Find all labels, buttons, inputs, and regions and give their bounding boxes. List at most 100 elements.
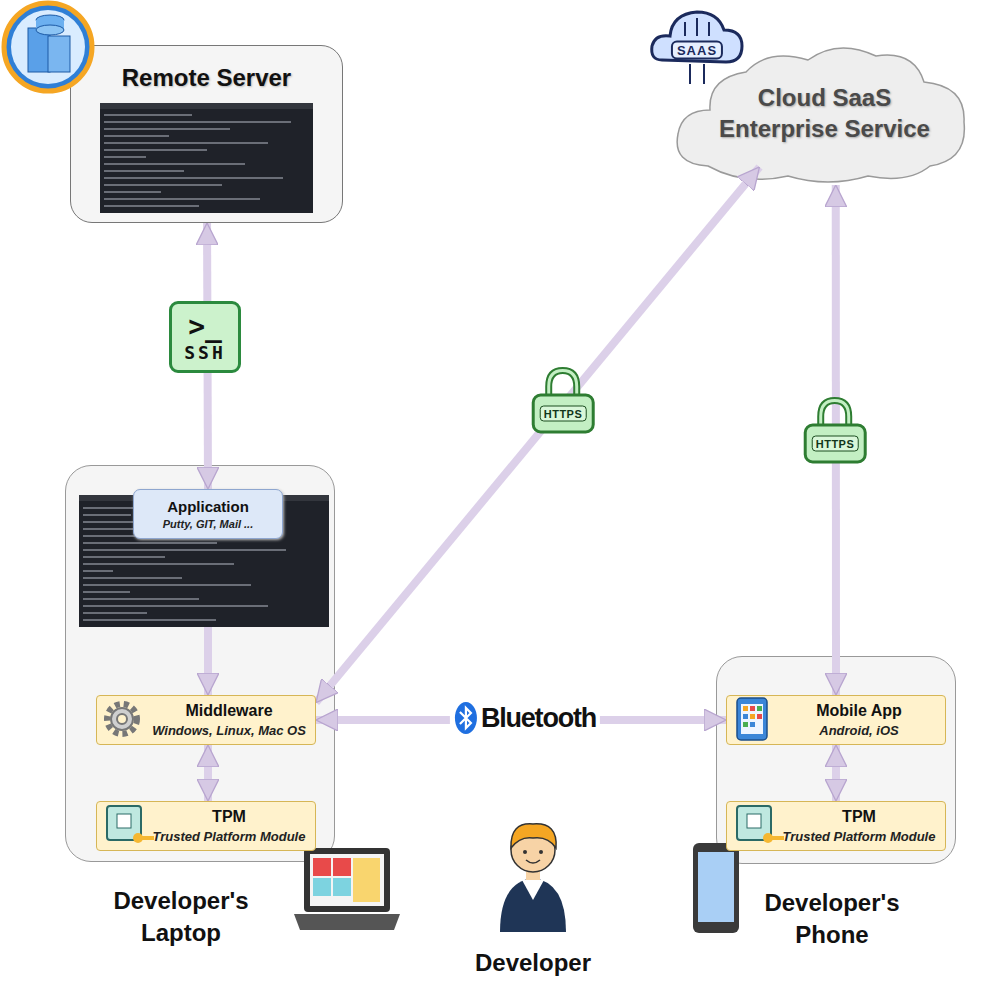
developer-figure-part — [539, 850, 543, 854]
node-title: Cloud SaaS Enterprise Service — [700, 82, 950, 144]
laptop-icon-part — [313, 858, 331, 876]
terminal-line — [104, 135, 169, 137]
terminal-line — [83, 605, 268, 607]
terminal-line — [83, 542, 217, 544]
terminal-line — [104, 170, 184, 172]
mobile-app-icon-part — [743, 722, 748, 727]
mobile-app-icon-part — [750, 714, 755, 719]
node-title: TPM — [842, 808, 876, 826]
terminal-line — [83, 528, 269, 530]
chip-icon-part — [107, 806, 141, 840]
lock-body: HTTPS — [804, 424, 867, 464]
terminal-line — [83, 507, 252, 509]
terminal-line — [104, 149, 207, 151]
prompt-glyph: >_ — [188, 312, 222, 342]
node-subtitle: Putty, GIT, Mail ... — [163, 518, 253, 530]
phone-icon-part — [693, 843, 739, 933]
node-title: Developer's Phone — [742, 887, 922, 952]
terminal-line — [83, 549, 286, 551]
chip-icon-part — [142, 836, 154, 840]
developer-figure-part — [511, 824, 556, 848]
node-subtitle: Android, iOS — [819, 723, 898, 738]
node-subtitle: Trusted Platform Module — [153, 829, 306, 844]
laptop-icon-part — [333, 858, 351, 876]
terminal-line — [83, 570, 113, 572]
server-icon — [4, 3, 92, 91]
terminal-line — [104, 121, 291, 123]
mobile-app-icon-part — [743, 706, 748, 711]
mobile-app-icon-part — [757, 706, 762, 711]
component-box: MiddlewareWindows, Linux, Mac OS — [96, 695, 316, 745]
laptop-icon-part — [304, 848, 390, 912]
icon-label: SAAS — [671, 41, 723, 60]
bt-badge: Bluetooth — [450, 699, 600, 737]
connector-arrow — [316, 167, 760, 703]
lock-badge: HTTPS — [532, 367, 595, 434]
server-icon-part — [11, 10, 85, 84]
terminal-line — [83, 591, 130, 593]
server-icon-part — [36, 25, 64, 35]
laptop-icon — [294, 848, 400, 930]
bluetooth-rune — [460, 708, 471, 728]
terminal-line — [83, 521, 200, 523]
chip-icon-part — [763, 833, 773, 843]
chip-icon-part — [133, 833, 143, 843]
node-title: Mobile App — [816, 702, 902, 720]
terminal-screenshot — [100, 103, 313, 213]
node-title: TPM — [212, 808, 246, 826]
mobile-app-icon-part — [743, 714, 748, 719]
ssh-badge: >_SSH — [169, 301, 241, 373]
laptop-icon-part — [310, 854, 384, 906]
gear-icon — [107, 704, 137, 734]
laptop-icon-part — [294, 914, 400, 930]
terminal-line — [83, 619, 216, 621]
server-icon-part — [4, 3, 92, 91]
terminal-line — [104, 205, 199, 207]
edge-label: HTTPS — [812, 436, 859, 452]
terminal-screenshot-part — [79, 495, 329, 627]
connector-arrow — [204, 745, 212, 801]
terminal-line — [104, 191, 161, 193]
connector-arrow — [832, 745, 840, 801]
mobile-app-icon-part — [737, 698, 767, 740]
person-label: Developer — [475, 949, 591, 977]
edge-label: Bluetooth — [481, 703, 596, 734]
saas-icon-part — [696, 18, 698, 36]
node-title: Remote Server — [71, 64, 342, 92]
developer-figure-part — [523, 850, 527, 854]
phone-icon-part — [698, 852, 734, 922]
component-box: TPMTrusted Platform Module — [726, 801, 946, 851]
node-title: Middleware — [185, 702, 272, 720]
chip-icon — [737, 806, 784, 843]
application-box: ApplicationPutty, GIT, Mail ... — [133, 489, 283, 539]
edge-label: HTTPS — [540, 406, 587, 422]
developer-figure-part — [522, 880, 544, 900]
bluetooth-icon — [454, 701, 478, 735]
phone-icon — [693, 843, 739, 933]
laptop-icon-part — [313, 878, 331, 896]
mobile-app-icon-part — [741, 704, 763, 734]
mobile-app-icon-part — [750, 722, 755, 727]
terminal-line — [104, 128, 230, 130]
terminal-line — [83, 563, 234, 565]
terminal-line — [104, 163, 245, 165]
developer-figure-part — [526, 860, 540, 863]
terminal-screenshot — [79, 495, 329, 627]
saas-icon — [652, 12, 742, 84]
terminal-line — [104, 198, 260, 200]
lock-shackle — [541, 367, 585, 397]
gear-icon-part — [107, 704, 137, 734]
saas-icon-part — [708, 22, 710, 36]
terminal-line — [104, 184, 222, 186]
node-title: Developer's Laptop — [91, 885, 271, 950]
chip-icon-part — [772, 836, 784, 840]
terminal-line — [104, 114, 192, 116]
saas-icon-part — [689, 64, 691, 84]
terminal-line — [83, 584, 251, 586]
component-box: Mobile AppAndroid, iOS — [726, 695, 946, 745]
laptop-icon-part — [333, 878, 351, 896]
terminal-line — [83, 556, 165, 558]
mobile-app-icon — [737, 698, 767, 740]
bluetooth-oval — [455, 702, 477, 734]
